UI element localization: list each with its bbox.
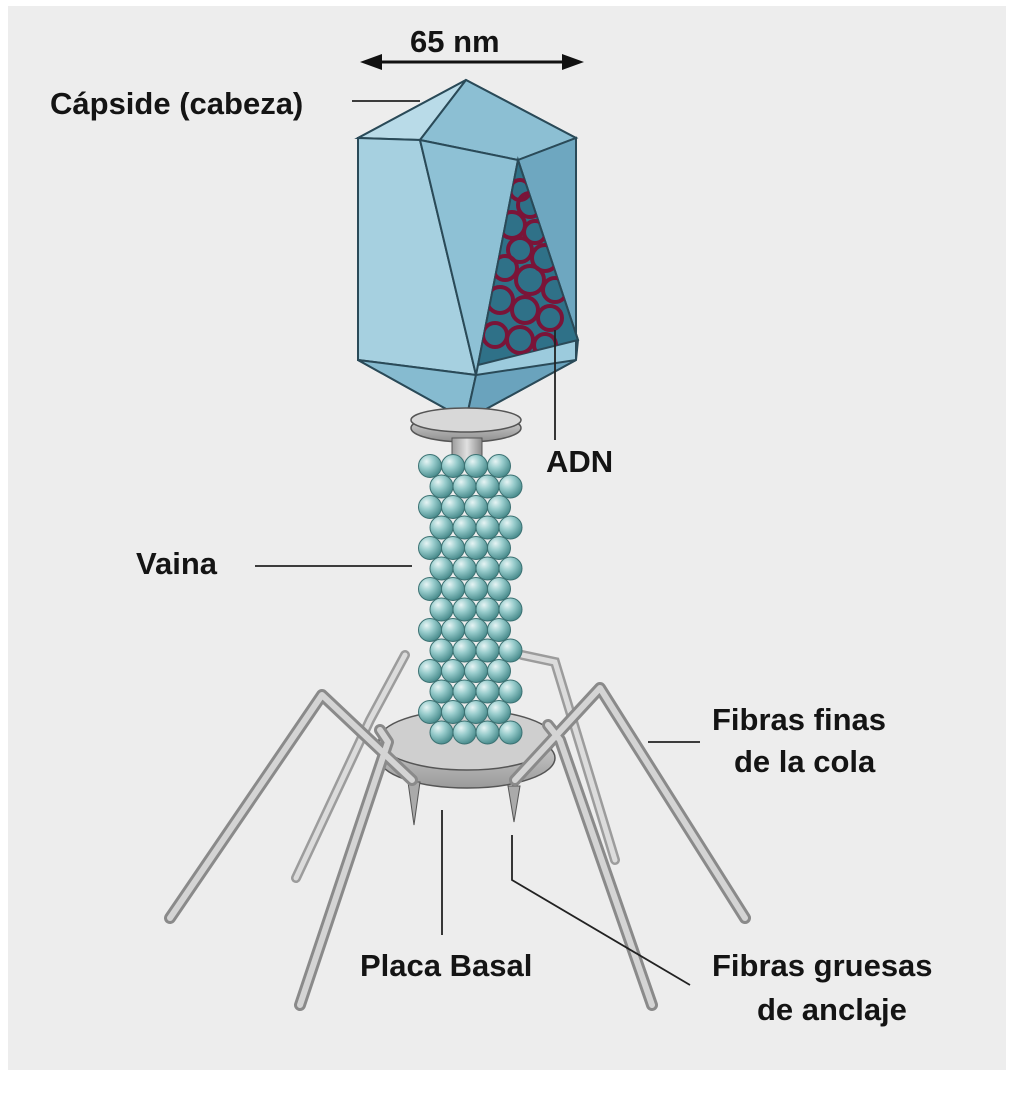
sheath-bead (476, 639, 499, 662)
sheath-bead (488, 660, 511, 683)
sheath-bead (442, 537, 465, 560)
sheath-bead (476, 557, 499, 580)
sheath-bead (419, 496, 442, 519)
sheath-bead (419, 701, 442, 724)
sheath-bead (476, 516, 499, 539)
dimension-label: 65 nm (410, 22, 500, 62)
sheath-bead (430, 639, 453, 662)
sheath-bead (419, 660, 442, 683)
sheath-bead (476, 598, 499, 621)
capsid (358, 80, 578, 420)
sheath-bead (430, 516, 453, 539)
sheath-bead (419, 619, 442, 642)
sheath-bead (476, 721, 499, 744)
anchor-fibers-label-line1: Fibras gruesas (712, 946, 933, 986)
sheath-bead (442, 701, 465, 724)
sheath-bead (430, 680, 453, 703)
sheath-bead (488, 455, 511, 478)
sheath-bead (442, 578, 465, 601)
sheath-bead (442, 496, 465, 519)
sheath-bead (488, 619, 511, 642)
sheath-bead (430, 598, 453, 621)
collar (411, 408, 521, 442)
sheath-bead (465, 537, 488, 560)
sheath-bead (430, 557, 453, 580)
sheath-bead (453, 516, 476, 539)
sheath-bead (430, 721, 453, 744)
sheath-bead (453, 598, 476, 621)
sheath-label: Vaina (136, 544, 217, 584)
sheath-bead (499, 721, 522, 744)
dna-label: ADN (546, 442, 613, 482)
sheath-bead (499, 639, 522, 662)
sheath-bead (465, 455, 488, 478)
sheath-bead (453, 475, 476, 498)
base-plate-label: Placa Basal (360, 946, 532, 986)
sheath-bead (499, 516, 522, 539)
sheath-bead (488, 537, 511, 560)
anchor-fibers-label-line2: de anclaje (757, 990, 907, 1030)
sheath-bead (488, 496, 511, 519)
sheath-bead (442, 455, 465, 478)
sheath-bead (499, 680, 522, 703)
sheath-bead (465, 496, 488, 519)
sheath-beads (419, 455, 523, 745)
sheath-bead (476, 680, 499, 703)
sheath-bead (499, 557, 522, 580)
tail-fibers-label-line1: Fibras finas (712, 700, 886, 740)
sheath-bead (430, 475, 453, 498)
sheath-bead (442, 660, 465, 683)
sheath-bead (488, 701, 511, 724)
sheath-bead (419, 455, 442, 478)
capsid-label: Cápside (cabeza) (50, 84, 303, 124)
sheath-bead (419, 578, 442, 601)
sheath-bead (488, 578, 511, 601)
sheath-bead (442, 619, 465, 642)
sheath-bead (419, 537, 442, 560)
sheath-bead (476, 475, 499, 498)
tail-fibers-label-line2: de la cola (734, 742, 875, 782)
sheath-bead (465, 578, 488, 601)
sheath-bead (465, 619, 488, 642)
sheath-bead (499, 475, 522, 498)
sheath-bead (453, 557, 476, 580)
sheath-bead (465, 660, 488, 683)
sheath-bead (465, 701, 488, 724)
sheath-bead (453, 680, 476, 703)
sheath-bead (453, 639, 476, 662)
sheath-bead (499, 598, 522, 621)
sheath-bead (453, 721, 476, 744)
